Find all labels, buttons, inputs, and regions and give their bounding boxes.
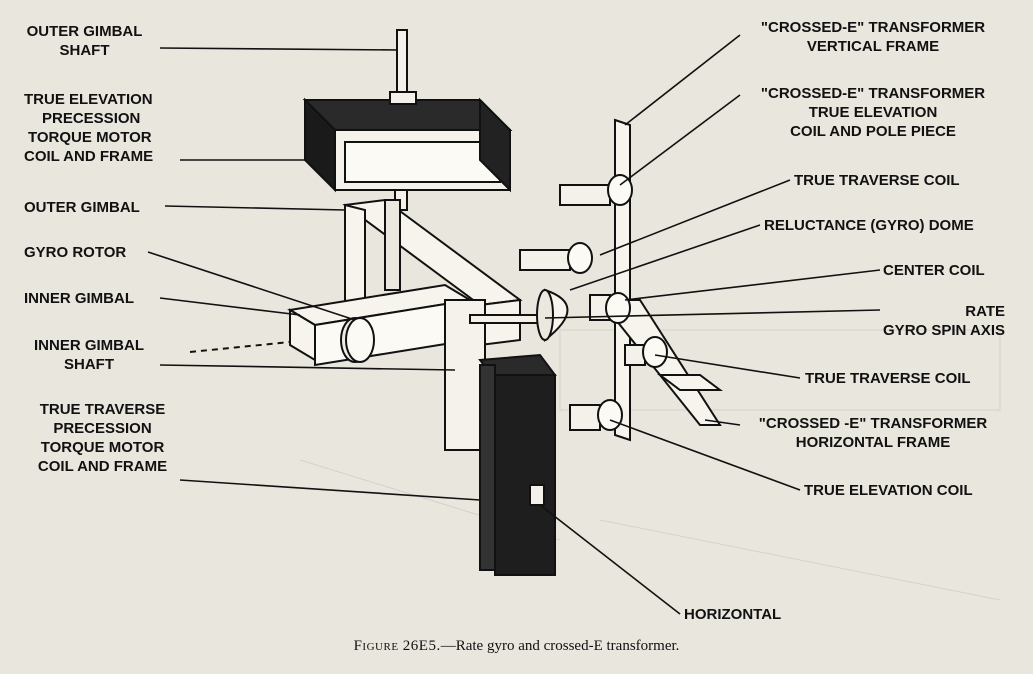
label-inner-gimbal-shaft: INNER GIMBAL SHAFT — [34, 337, 144, 373]
spin-axis-shaft — [189, 288, 569, 353]
label-center-coil: CENTER COIL — [883, 262, 985, 279]
leader-reluctance-dome — [569, 224, 761, 291]
leader-lines — [147, 34, 881, 615]
crossed-e-coils — [519, 174, 668, 431]
label-true-traverse-coil-top: TRUE TRAVERSE COIL — [794, 172, 960, 189]
caption-text: —Rate gyro and crossed-E transformer. — [440, 638, 680, 654]
leader-elevation-coil — [609, 419, 801, 491]
leader-spin-axis — [544, 309, 881, 319]
label-true-traverse-coil-bottom: TRUE TRAVERSE COIL — [805, 370, 971, 387]
crossed-e-vertical-frame — [614, 118, 631, 442]
label-outer-gimbal: OUTER GIMBAL — [24, 199, 140, 216]
label-true-elevation-coil-pole: "CROSSED-E" TRANSFORMER TRUE ELEVATION C… — [760, 85, 986, 140]
leader-traverse-coil-bottom — [654, 354, 801, 379]
leader-inner-gimbal-shaft — [159, 364, 456, 371]
leader-horizontal-frame — [704, 419, 741, 426]
leader-outer-gimbal — [164, 205, 346, 211]
leader-inner-gimbal — [159, 297, 301, 316]
elevation-torque-motor — [302, 91, 513, 193]
caption-prefix: Figure 26E5. — [353, 638, 441, 654]
leader-center-coil — [624, 269, 881, 301]
leader-outer-gimbal-shaft — [159, 47, 399, 51]
label-true-elevation-torque-motor: TRUE ELEVATION PRECESSION TORQUE MOTOR C… — [24, 91, 154, 165]
leader-traverse-motor — [179, 479, 481, 501]
leader-vertical-frame — [624, 34, 741, 126]
label-gyro-rotor: GYRO ROTOR — [24, 244, 127, 261]
leader-gyro-rotor — [147, 251, 356, 321]
leader-traverse-coil-top — [599, 179, 791, 256]
figure-caption: Figure 26E5.—Rate gyro and crossed-E tra… — [0, 638, 1033, 655]
label-reluctance-dome: RELUCTANCE (GYRO) DOME — [764, 217, 974, 234]
label-outer-gimbal-shaft: OUTER GIMBAL SHAFT — [26, 23, 143, 59]
label-vertical-frame: "CROSSED-E" TRANSFORMER VERTICAL FRAME — [760, 19, 986, 55]
traverse-torque-motor — [478, 353, 557, 576]
leader-horizontal — [539, 504, 681, 615]
label-true-traverse-torque-motor: TRUE TRAVERSE PRECESSION TORQUE MOTOR CO… — [37, 401, 168, 475]
leader-elevation-coil-pole — [619, 94, 741, 186]
label-true-elevation-coil: TRUE ELEVATION COIL — [804, 482, 973, 499]
label-inner-gimbal: INNER GIMBAL — [24, 290, 134, 307]
label-rate-gyro-spin-axis: RATE GYRO SPIN AXIS — [883, 303, 1005, 339]
label-horizontal-frame: "CROSSED -E" TRANSFORMER HORIZONTAL FRAM… — [758, 415, 988, 451]
label-horizontal: HORIZONTAL — [684, 606, 782, 623]
gyro-rotor — [340, 317, 375, 363]
